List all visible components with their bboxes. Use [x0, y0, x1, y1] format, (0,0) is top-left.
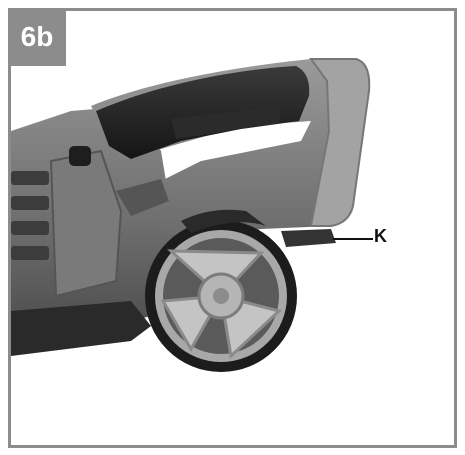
- trigger: [116, 179, 169, 216]
- vent-slots: [11, 171, 49, 260]
- grip-inner-recess: [171, 106, 281, 139]
- wheel-spokes: [160, 249, 283, 360]
- lock-button: [69, 146, 91, 166]
- step-badge: 6b: [8, 8, 66, 66]
- frame-border-bottom: [8, 445, 457, 448]
- rear-wheel: [145, 220, 297, 372]
- product-photo: [11, 58, 373, 372]
- housing-lower-skirt: [11, 301, 151, 356]
- handle-end-cap: [309, 58, 371, 227]
- handle-grip: [96, 66, 310, 159]
- frame-border-left: [8, 8, 11, 448]
- back-wheel-edge: [181, 209, 266, 233]
- callout-label-k: K: [374, 226, 387, 246]
- frame-border-top: [8, 8, 457, 11]
- frame-border-right: [454, 8, 457, 448]
- housing-panel: [49, 149, 123, 298]
- lever-k: [281, 229, 336, 247]
